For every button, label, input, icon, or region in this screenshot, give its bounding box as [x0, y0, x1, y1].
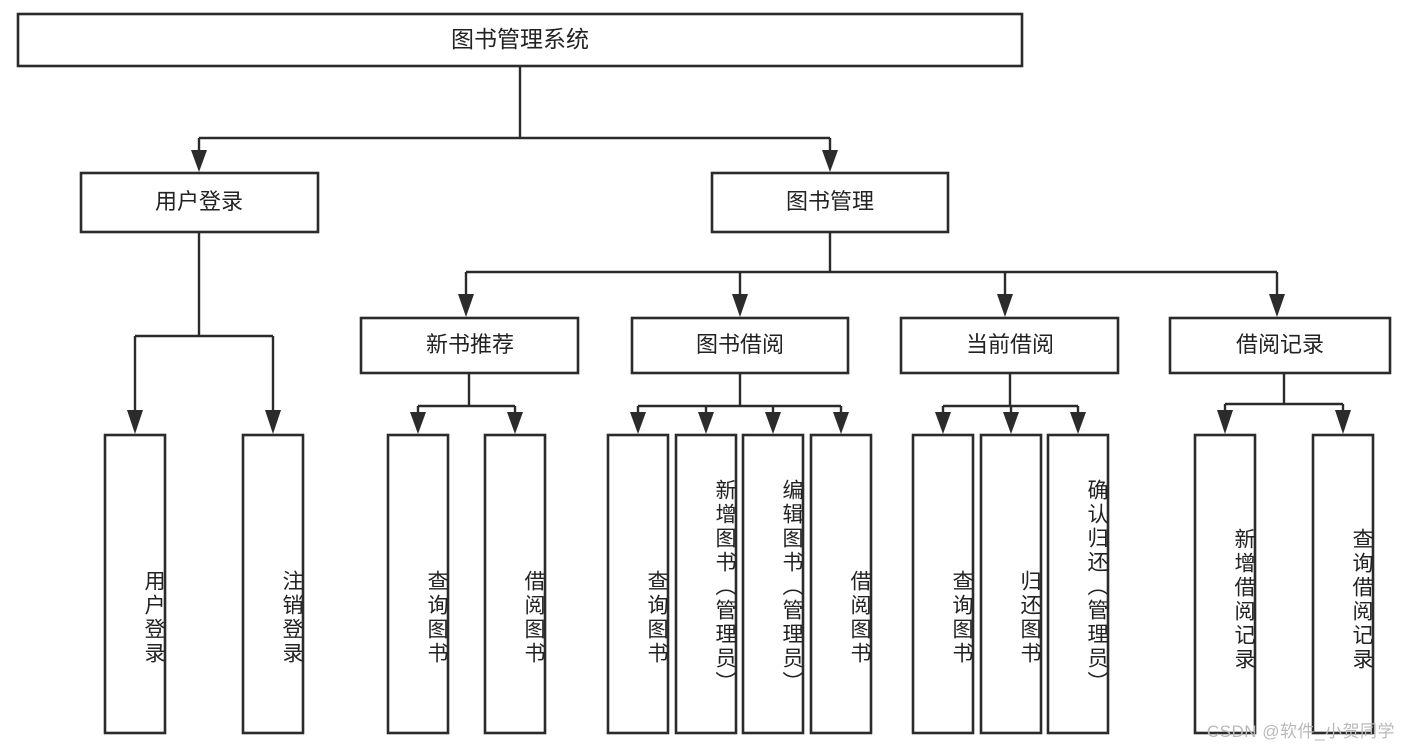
- node-root-label: 图书管理系统: [451, 26, 589, 52]
- leaf-box-return-book[interactable]: [979, 433, 1043, 735]
- node-user-login-box[interactable]: [79, 171, 320, 234]
- node-root[interactable]: 图书管理系统: [16, 12, 1024, 68]
- connector-user-login-to-leaves: [127, 232, 281, 434]
- arrow-head-icon: [630, 412, 646, 434]
- arrow-head-icon: [822, 150, 838, 172]
- arrow-head-icon: [127, 410, 143, 434]
- arrow-head-icon: [1070, 412, 1086, 434]
- node-book-manage-box[interactable]: [710, 171, 950, 234]
- arrow-head-icon: [765, 412, 781, 434]
- node-borrow-record-box[interactable]: [1168, 316, 1392, 375]
- node-new-book-rec-box[interactable]: [359, 316, 580, 375]
- leaf-box-query-book-3[interactable]: [911, 433, 975, 735]
- node-book-borrow[interactable]: 图书借阅: [630, 316, 850, 375]
- arrow-head-icon: [458, 294, 474, 317]
- leaf-box-borrow-book-1[interactable]: [483, 433, 547, 735]
- node-current-borrow-box[interactable]: [899, 316, 1120, 375]
- node-root-box[interactable]: [16, 12, 1024, 68]
- arrow-head-icon: [507, 412, 523, 434]
- connector-root-to-level2: [191, 66, 838, 172]
- arrow-head-icon: [410, 412, 426, 434]
- node-user-login[interactable]: 用户登录: [79, 171, 320, 234]
- node-book-manage-label: 图书管理: [786, 189, 874, 214]
- leaf-box-add-record[interactable]: [1193, 433, 1257, 735]
- node-new-book-rec[interactable]: 新书推荐: [359, 316, 580, 375]
- leaf-boxes: [103, 433, 1375, 735]
- node-current-borrow-label: 当前借阅: [966, 332, 1054, 357]
- connector-current-borrow-to-leaves: [935, 373, 1086, 434]
- arrow-head-icon: [935, 412, 951, 434]
- arrow-head-icon: [1269, 294, 1285, 317]
- arrow-head-icon: [1003, 412, 1019, 434]
- arrow-head-icon: [997, 294, 1013, 317]
- leaf-box-edit-book[interactable]: [741, 433, 805, 735]
- arrow-head-icon: [833, 412, 849, 434]
- leaf-box-query-book-1[interactable]: [386, 433, 450, 735]
- leaf-box-confirm-return[interactable]: [1046, 433, 1110, 735]
- connector-new-book-rec-to-leaves: [410, 373, 523, 434]
- connector-book-borrow-to-leaves: [630, 373, 849, 434]
- node-book-manage[interactable]: 图书管理: [710, 171, 950, 234]
- leaf-box-query-record[interactable]: [1311, 433, 1375, 735]
- arrow-head-icon: [265, 410, 281, 434]
- leaf-box-query-book-2[interactable]: [606, 433, 670, 735]
- connector-borrow-record-to-leaves: [1217, 373, 1351, 434]
- leaf-box-user-login[interactable]: [103, 433, 167, 735]
- node-borrow-record[interactable]: 借阅记录: [1168, 316, 1392, 375]
- leaf-box-borrow-book-2[interactable]: [809, 433, 873, 735]
- node-new-book-rec-label: 新书推荐: [426, 332, 514, 357]
- arrow-head-icon: [191, 150, 207, 172]
- node-current-borrow[interactable]: 当前借阅: [899, 316, 1120, 375]
- node-book-borrow-label: 图书借阅: [696, 332, 784, 357]
- leaf-box-add-book[interactable]: [674, 433, 738, 735]
- leaf-box-user-logout[interactable]: [241, 433, 305, 735]
- arrow-head-icon: [1335, 410, 1351, 434]
- node-user-login-label: 用户登录: [155, 189, 243, 214]
- csdn-watermark: CSDN @软件_小贺同学: [1206, 722, 1395, 741]
- arrow-head-icon: [732, 294, 748, 317]
- node-borrow-record-label: 借阅记录: [1236, 332, 1324, 357]
- node-book-borrow-box[interactable]: [630, 316, 850, 375]
- arrow-head-icon: [1217, 410, 1233, 434]
- arrow-head-icon: [698, 412, 714, 434]
- connector-book-manage-to-level3: [458, 232, 1285, 317]
